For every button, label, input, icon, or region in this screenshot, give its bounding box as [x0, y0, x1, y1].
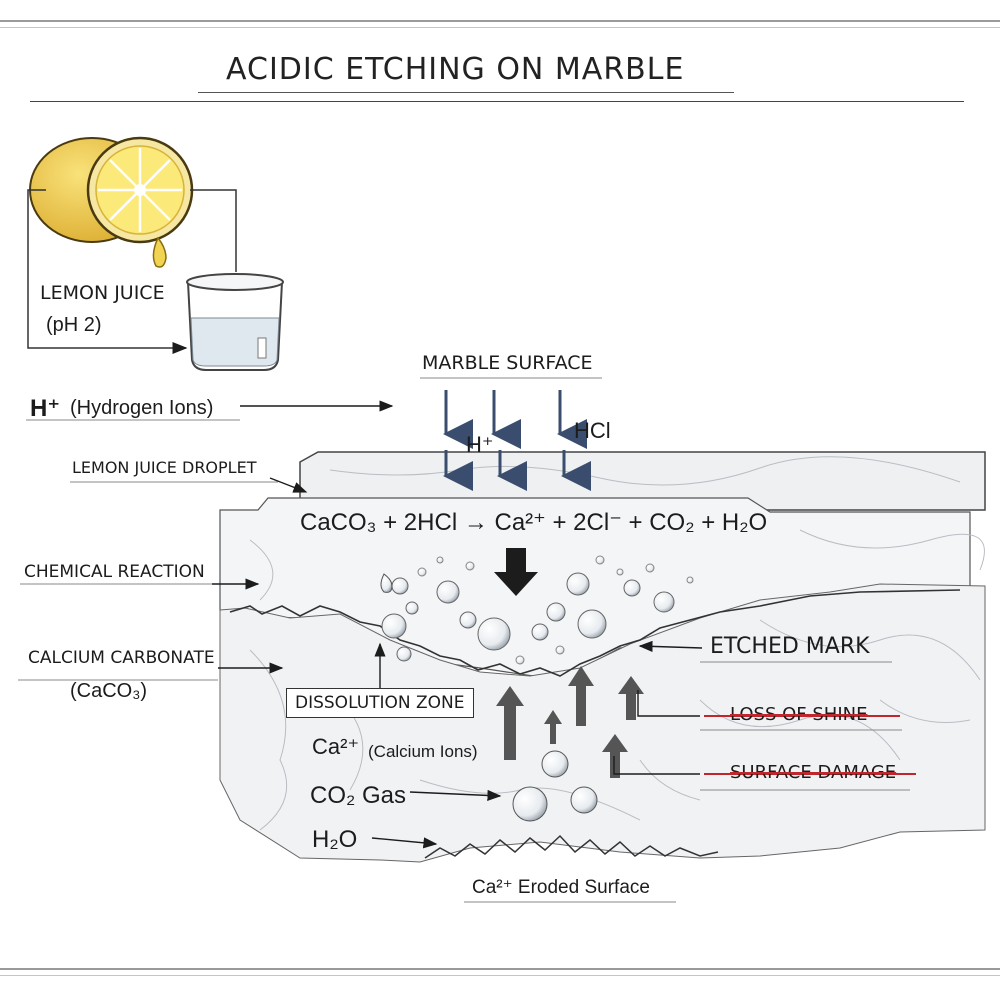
- lemon-juice-label: LEMON JUICE: [40, 282, 165, 304]
- beaker-icon: [186, 273, 284, 371]
- h2o-label: H₂O: [312, 826, 358, 853]
- calcium-carbonate-label: CALCIUM CARBONATE: [28, 648, 215, 668]
- dissolution-zone-label: DISSOLUTION ZONE: [286, 688, 474, 718]
- hydrogen-ions-symbol: H⁺: [30, 395, 60, 422]
- title-underline: [198, 92, 734, 93]
- surface-damage-leader: [613, 756, 700, 775]
- calcium-carbonate-formula: (CaCO₃): [70, 680, 148, 702]
- loss-of-shine-label: LOSS OF SHINE: [730, 704, 868, 725]
- lemon-icon: [29, 136, 194, 244]
- droplet-leader: [269, 477, 308, 493]
- hcl-label: HCl: [574, 418, 611, 443]
- loss-of-shine-leader: [637, 690, 700, 717]
- hydrogen-ions-label: (Hydrogen Ions): [70, 397, 214, 419]
- juice-drop-icon: [152, 236, 167, 268]
- calcium-ions-symbol: Ca²⁺: [312, 734, 360, 759]
- top-border: [0, 20, 1000, 22]
- lemon-juice-droplet-label: LEMON JUICE DROPLET: [72, 458, 257, 477]
- calcium-ions-label: (Calcium Ions): [368, 742, 478, 761]
- co2-bubbles: [512, 750, 598, 822]
- surface-damage-label: SURFACE DAMAGE: [730, 762, 897, 783]
- co2-leader: [409, 789, 502, 802]
- lemon-side-line: [190, 189, 237, 272]
- bottom-border-inner: [0, 975, 1000, 976]
- h2o-leader: [371, 837, 438, 849]
- ion-arrows-up: [496, 666, 644, 778]
- h-plus-label: H⁺: [466, 432, 494, 457]
- bubbles-cluster: [380, 555, 694, 665]
- page-title: ACIDIC ETCHING ON MARBLE: [226, 52, 685, 87]
- chemical-reaction-label: CHEMICAL REACTION: [24, 562, 205, 582]
- ion-arrows-down: [443, 390, 591, 491]
- lemon-to-beaker-line: [27, 189, 188, 354]
- reaction-equation: CaCO₃ + 2HCl → Ca²⁺ + 2Cl⁻ + CO₂ + H₂O: [300, 509, 768, 536]
- bottom-border: [0, 968, 1000, 970]
- reaction-arrow-icon: [494, 548, 538, 596]
- co2-gas-label: CO₂ Gas: [310, 782, 406, 809]
- ph-label: (pH 2): [46, 314, 102, 336]
- etched-mark-leader: [638, 640, 703, 653]
- top-border-inner: [0, 27, 1000, 28]
- eroded-surface-label: Ca²⁺ Eroded Surface: [472, 877, 650, 898]
- marble-surface-label: MARBLE SURFACE: [422, 352, 593, 374]
- header-rule: [30, 101, 964, 102]
- etched-mark-label: ETCHED MARK: [710, 634, 870, 659]
